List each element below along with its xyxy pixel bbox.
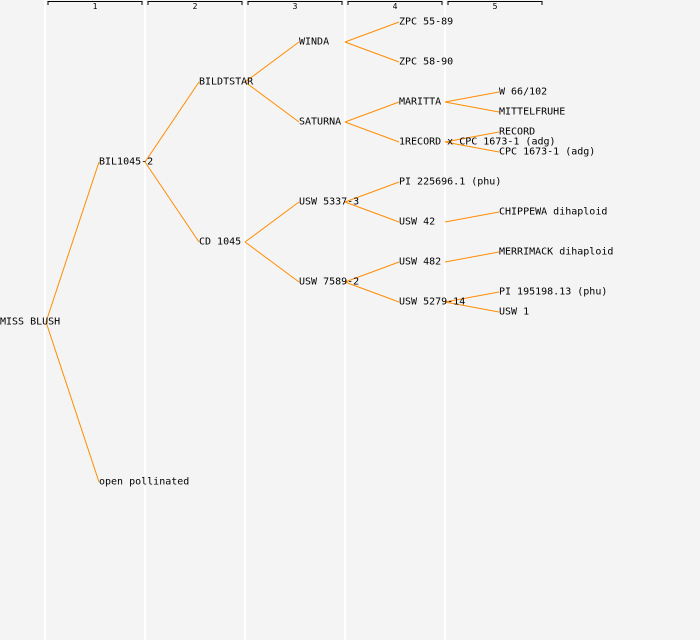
- pedigree-node[interactable]: CD 1045: [199, 237, 241, 248]
- pedigree-node[interactable]: MARITTA: [399, 97, 441, 108]
- pedigree-link: [45, 161, 100, 323]
- pedigree-node[interactable]: BIL1045-2: [99, 157, 153, 168]
- pedigree-node[interactable]: SATURNA: [299, 117, 341, 128]
- pedigree-node[interactable]: ZPC 55-89: [399, 17, 453, 28]
- pedigree-node[interactable]: W 66/102: [499, 87, 547, 98]
- pedigree-node[interactable]: USW 7589-2: [299, 277, 359, 288]
- pedigree-node[interactable]: USW 5279-14: [399, 297, 465, 308]
- pedigree-node[interactable]: ZPC 58-90: [399, 57, 453, 68]
- generation-number: 1: [93, 2, 98, 11]
- generation-number: 3: [293, 2, 298, 11]
- pedigree-link: [344, 281, 400, 303]
- pedigree-node[interactable]: open pollinated: [99, 477, 189, 488]
- pedigree-link: [444, 141, 500, 153]
- pedigree-link: [444, 131, 500, 143]
- generation-bracket: [447, 1, 543, 5]
- pedigree-node[interactable]: BILDTSTAR: [199, 77, 254, 88]
- pedigree-node[interactable]: USW 482: [399, 257, 441, 268]
- pedigree-node[interactable]: RECORD: [499, 127, 535, 138]
- pedigree-link: [244, 201, 300, 243]
- pedigree-link: [344, 261, 400, 283]
- pedigree-link: [344, 181, 400, 203]
- generation-bracket: [347, 1, 443, 5]
- pedigree-link: [344, 121, 400, 143]
- pedigree-link: [444, 91, 500, 103]
- pedigree-link: [444, 301, 500, 313]
- pedigree-link: [244, 41, 300, 83]
- pedigree-node[interactable]: MISS BLUSH: [0, 317, 60, 328]
- pedigree-node[interactable]: MERRIMACK dihaploid: [499, 247, 613, 258]
- generation-number: 4: [393, 2, 398, 11]
- generation-bracket: [47, 1, 143, 5]
- pedigree-node[interactable]: CPC 1673-1 (adg): [499, 147, 595, 158]
- pedigree-link: [444, 291, 500, 303]
- pedigree-node[interactable]: WINDA: [299, 37, 329, 48]
- pedigree-link: [344, 21, 400, 43]
- pedigree-link: [244, 81, 300, 123]
- pedigree-link: [45, 321, 100, 483]
- generation-bracket: [247, 1, 343, 5]
- pedigree-link: [444, 251, 500, 263]
- pedigree-link: [344, 41, 400, 63]
- pedigree-link: [344, 101, 400, 123]
- pedigree-node[interactable]: USW 5337-3: [299, 197, 359, 208]
- pedigree-node[interactable]: PI 195198.13 (phu): [499, 287, 607, 298]
- pedigree-link: [144, 81, 200, 163]
- pedigree-link: [244, 241, 300, 283]
- pedigree-node[interactable]: CHIPPEWA dihaploid: [499, 207, 607, 218]
- generation-number: 2: [193, 2, 198, 11]
- pedigree-node[interactable]: USW 42: [399, 217, 435, 228]
- pedigree-node[interactable]: 1RECORD x CPC 1673-1 (adg): [399, 137, 556, 148]
- pedigree-node[interactable]: PI 225696.1 (phu): [399, 177, 501, 188]
- generation-number: 5: [493, 2, 498, 11]
- pedigree-link: [444, 101, 500, 113]
- pedigree-link: [144, 161, 200, 243]
- pedigree-node[interactable]: USW 1: [499, 307, 529, 318]
- pedigree-link: [344, 201, 400, 223]
- pedigree-node[interactable]: MITTELFRUHE: [499, 107, 565, 118]
- pedigree-link: [444, 211, 500, 223]
- generation-bracket: [147, 1, 243, 5]
